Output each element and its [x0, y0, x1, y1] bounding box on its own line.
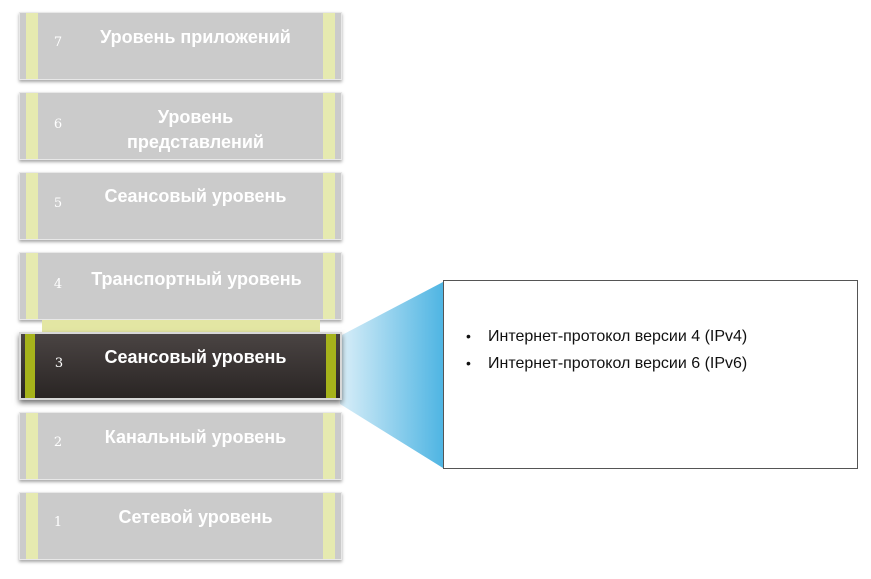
layer-accent-left: [26, 93, 38, 159]
layer-accent-right: [323, 173, 335, 239]
layer-accent-right: [323, 493, 335, 559]
layer-1[interactable]: 1 Сетевой уровень: [19, 492, 342, 560]
layer-number: 7: [53, 35, 63, 50]
list-item-text: Интернет-протокол версии 4 (IPv4): [488, 328, 748, 345]
bullet-icon: •: [466, 355, 471, 371]
layer-number: 3: [54, 356, 64, 371]
protocol-list: • Интернет-протокол версии 4 (IPv4) • Инте…: [466, 323, 747, 377]
layer-label: Сетевой уровень: [118, 507, 273, 527]
layer-accent-right: [326, 334, 336, 398]
layer-label: Сеансовый уровень: [104, 347, 287, 367]
layer-accent-left: [26, 253, 38, 319]
list-item: • Интернет-протокол версии 4 (IPv4): [466, 323, 747, 350]
layer-3-top-tab: [42, 320, 320, 332]
layer-2[interactable]: 2 Канальный уровень: [19, 412, 342, 480]
layer-accent-left: [26, 413, 38, 479]
layer-accent-left: [25, 334, 35, 398]
layer-label: Канальный уровень: [104, 427, 287, 447]
layer-5[interactable]: 5 Сеансовый уровень: [19, 172, 342, 240]
layer-number: 6: [53, 117, 63, 132]
layer-accent-left: [26, 173, 38, 239]
layer-4[interactable]: 4 Транспортный уровень: [19, 252, 342, 320]
callout-box: • Интернет-протокол версии 4 (IPv4) • Инте…: [443, 280, 858, 469]
layer-accent-right: [323, 413, 335, 479]
layer-number: 4: [53, 277, 63, 292]
layer-label: Сеансовый уровень: [104, 186, 287, 206]
layer-number: 5: [53, 196, 63, 211]
layer-number: 2: [53, 435, 63, 450]
layer-accent-right: [323, 93, 335, 159]
layer-accent-right: [323, 253, 335, 319]
layer-accent-right: [323, 13, 335, 79]
layer-label-line2: представлений: [127, 132, 264, 152]
layer-3-active[interactable]: 3 Сеансовый уровень: [19, 332, 342, 400]
layer-accent-left: [26, 13, 38, 79]
bullet-icon: •: [466, 328, 471, 344]
layer-6[interactable]: 6 Уровень представлений: [19, 92, 342, 160]
layer-number: 1: [53, 515, 63, 530]
layer-7[interactable]: 7 Уровень приложений: [19, 12, 342, 80]
layer-label-line1: Уровень: [157, 107, 234, 127]
list-item: • Интернет-протокол версии 6 (IPv6): [466, 350, 747, 377]
layer-label: Уровень приложений: [100, 27, 291, 47]
layer-label: Транспортный уровень: [91, 269, 302, 289]
list-item-text: Интернет-протокол версии 6 (IPv6): [488, 355, 748, 372]
layer-accent-left: [26, 493, 38, 559]
